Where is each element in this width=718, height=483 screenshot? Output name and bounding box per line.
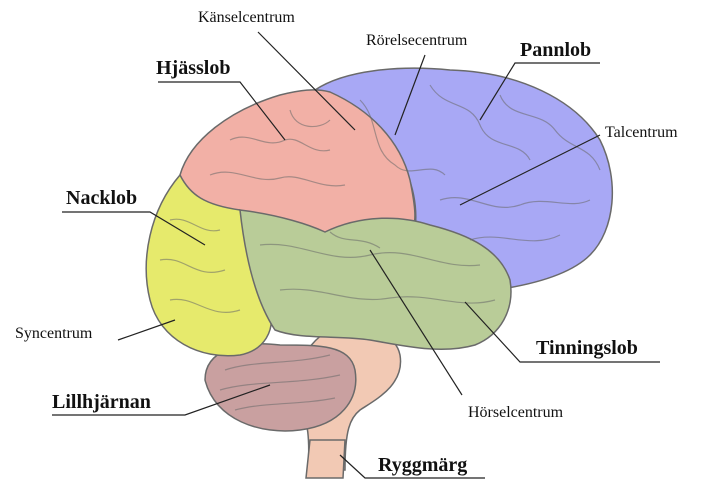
label-syncentrum: Syncentrum — [15, 326, 92, 342]
label-rorelsecentrum: Rörelsecentrum — [366, 33, 467, 49]
label-tinningslob: Tinningslob — [536, 338, 638, 358]
label-ryggmarg: Ryggmärg — [378, 455, 467, 475]
label-pannlob: Pannlob — [520, 40, 591, 60]
spinal-cord-region — [306, 440, 345, 478]
label-horselcentrum: Hörselcentrum — [468, 405, 563, 421]
label-talcentrum: Talcentrum — [605, 125, 678, 141]
label-lillhjarnan: Lillhjärnan — [52, 392, 151, 412]
cerebellum-region — [205, 344, 356, 431]
label-hjasslob: Hjässlob — [156, 58, 230, 78]
label-nacklob: Nacklob — [66, 188, 137, 208]
label-kanselcentrum: Känselcentrum — [198, 10, 295, 26]
